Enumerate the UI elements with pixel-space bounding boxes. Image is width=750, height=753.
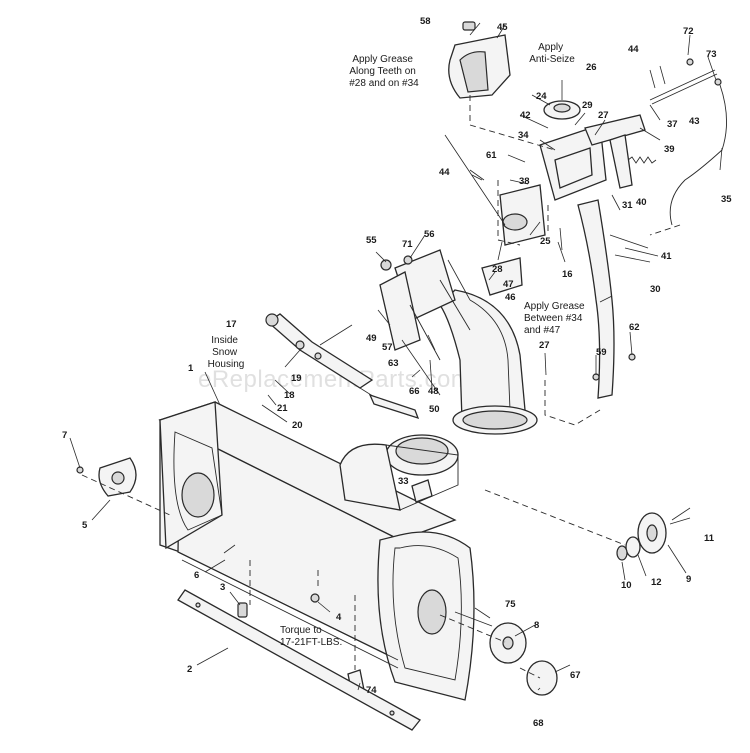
label-18: 18	[284, 390, 295, 401]
label-47: 47	[503, 279, 514, 290]
label-73: 73	[706, 49, 717, 60]
label-31: 31	[622, 200, 633, 211]
label-48: 48	[428, 386, 439, 397]
chute-crank-assembly	[448, 21, 727, 399]
note-anti-seize: Apply Anti-Seize	[529, 42, 575, 65]
label-4: 4	[336, 612, 342, 623]
label-56: 56	[424, 229, 435, 240]
label-33: 33	[398, 476, 409, 487]
label-44-top: 44	[628, 44, 639, 55]
label-35: 35	[721, 194, 732, 205]
bolt-75	[454, 611, 493, 627]
label-30: 30	[650, 284, 661, 295]
label-74: 74	[366, 685, 377, 696]
label-42: 42	[520, 110, 531, 121]
leader-lines	[69, 22, 723, 691]
label-16: 16	[562, 269, 573, 280]
label-39: 39	[664, 144, 675, 155]
part-number-labels: 1 2 3 4 5 6 7 8 9 10 11 12 16 17 18 19 2…	[62, 16, 732, 729]
chute-deflector-bracket	[377, 249, 471, 389]
label-9: 9	[686, 574, 691, 585]
label-66: 66	[409, 386, 420, 397]
label-72: 72	[683, 26, 694, 37]
label-68: 68	[533, 718, 544, 729]
label-67: 67	[570, 670, 581, 681]
label-50: 50	[429, 404, 440, 415]
label-12: 12	[651, 577, 662, 588]
label-6: 6	[194, 570, 199, 581]
label-75: 75	[505, 599, 516, 610]
note-inside-housing: Inside Snow Housing	[208, 335, 245, 370]
label-1: 1	[188, 363, 194, 374]
note-grease-teeth: Apply Grease Along Teeth on #28 and on #…	[349, 54, 419, 89]
auger-housing	[158, 401, 475, 701]
label-29: 29	[582, 100, 593, 111]
label-59: 59	[596, 347, 607, 358]
label-40: 40	[636, 197, 647, 208]
label-27-bottom: 27	[539, 340, 550, 351]
label-38: 38	[519, 176, 530, 187]
label-26: 26	[586, 62, 597, 73]
label-2: 2	[187, 664, 192, 675]
label-61: 61	[486, 150, 497, 161]
label-57: 57	[382, 342, 393, 353]
label-49: 49	[366, 333, 377, 344]
label-37: 37	[667, 119, 678, 130]
label-21: 21	[277, 403, 288, 414]
label-17: 17	[226, 319, 237, 330]
discharge-chute	[439, 257, 538, 435]
label-7: 7	[62, 430, 67, 441]
label-25: 25	[540, 236, 551, 247]
label-11: 11	[704, 533, 715, 544]
scraper-bar	[177, 589, 421, 731]
label-5: 5	[82, 520, 88, 531]
right-bearing-assembly	[616, 512, 691, 561]
label-27-top: 27	[598, 110, 609, 121]
label-8: 8	[534, 620, 539, 631]
label-58: 58	[420, 16, 431, 27]
carriage-bolt-3	[237, 602, 248, 618]
label-46: 46	[505, 292, 516, 303]
label-44-left: 44	[439, 167, 450, 178]
label-20: 20	[292, 420, 303, 431]
label-63: 63	[388, 358, 399, 369]
bolt-6	[223, 544, 236, 554]
note-torque: Torque to 17-21FT-LBS.	[280, 625, 342, 648]
label-45: 45	[497, 22, 508, 33]
label-62: 62	[629, 322, 640, 333]
label-55: 55	[366, 235, 377, 246]
label-10: 10	[621, 580, 632, 591]
part-33	[411, 479, 433, 503]
left-bearing-plate	[76, 457, 137, 497]
label-24: 24	[536, 91, 547, 102]
callout-notes: Apply Grease Along Teeth on #28 and on #…	[208, 42, 587, 648]
label-43: 43	[689, 116, 700, 127]
label-19: 19	[291, 373, 302, 384]
label-3: 3	[220, 582, 225, 593]
note-grease-between: Apply Grease Between #34 and #47	[524, 301, 587, 336]
assembly-guide-lines	[81, 95, 681, 679]
label-28: 28	[492, 264, 503, 275]
label-71: 71	[402, 239, 413, 250]
nut-4	[310, 593, 320, 603]
label-41: 41	[661, 251, 672, 262]
impeller-discs	[489, 622, 571, 696]
auger-shaft	[265, 313, 420, 420]
label-34: 34	[518, 130, 529, 141]
